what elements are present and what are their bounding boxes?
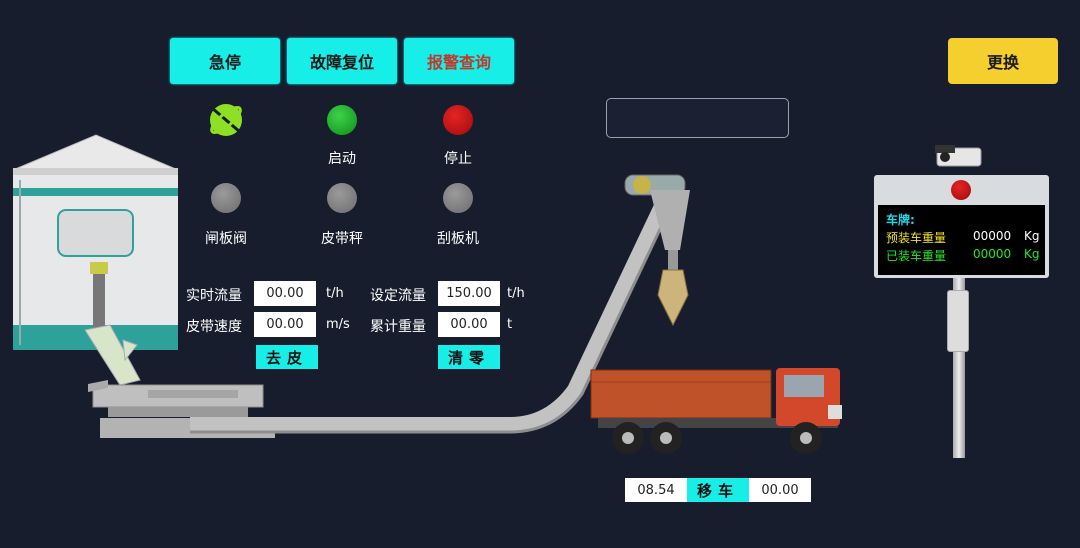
plate-label: 车牌: [886, 213, 915, 227]
belt-speed-unit: m/s [326, 317, 350, 332]
camera-icon [935, 145, 982, 167]
total-weight-field: 00.00 [438, 312, 500, 337]
stop-status-lamp [443, 105, 473, 135]
loaded-value: 00000 [973, 247, 1012, 261]
dump-truck [590, 368, 842, 454]
total-weight-unit: t [507, 317, 513, 332]
truck-readout-right: 00.00 [749, 478, 811, 502]
preload-unit: Kg [1024, 229, 1040, 243]
belt-scale-label: 皮带秤 [321, 231, 363, 247]
alarm-query-button[interactable]: 报警查询 [404, 38, 514, 84]
belt-speed-label: 皮带速度 [186, 319, 242, 335]
replace-button[interactable]: 更换 [948, 38, 1058, 84]
fault-reset-button[interactable]: 故障复位 [287, 38, 397, 84]
tare-button[interactable]: 去皮 [256, 345, 318, 369]
zero-button[interactable]: 清零 [438, 345, 500, 369]
inclined-conveyor [190, 196, 674, 434]
weight-display-sign: 车牌: 预装车重量 00000 Kg 已装车重量 00000 Kg [874, 175, 1049, 278]
silo-chute [85, 324, 141, 386]
scraper-label: 刮板机 [437, 231, 479, 247]
truck-readout-left: 08.54 [625, 478, 687, 502]
emergency-stop-button[interactable]: 急停 [170, 38, 280, 84]
gate-valve-label: 闸板阀 [205, 231, 247, 247]
belt-scale-lamp [327, 183, 357, 213]
scraper-lamp [443, 183, 473, 213]
loaded-label: 已装车重量 [886, 249, 947, 263]
preload-label: 预装车重量 [886, 231, 947, 245]
status-display-box [606, 98, 789, 138]
total-weight-label: 累计重量 [370, 319, 426, 335]
sign-status-lamp [951, 180, 971, 200]
conveyor-head-spout [624, 174, 690, 327]
belt-speed-field: 00.00 [254, 312, 316, 337]
move-truck-button[interactable]: 移车 [687, 478, 749, 502]
realtime-flow-label: 实时流量 [186, 288, 242, 304]
sign-screen: 车牌: 预装车重量 00000 Kg 已装车重量 00000 Kg [878, 205, 1045, 275]
loaded-unit: Kg [1024, 247, 1040, 261]
stop-label: 停止 [444, 151, 472, 167]
realtime-flow-field: 00.00 [254, 281, 316, 306]
set-flow-field[interactable]: 150.00 [438, 281, 500, 306]
set-flow-unit: t/h [507, 286, 525, 301]
start-label: 启动 [328, 151, 356, 167]
gate-valve-lamp [211, 183, 241, 213]
realtime-flow-unit: t/h [326, 286, 344, 301]
preload-value: 00000 [973, 229, 1012, 243]
set-flow-label: 设定流量 [370, 288, 426, 304]
rotating-indicator-icon [210, 104, 242, 136]
start-status-lamp [327, 105, 357, 135]
sign-pole-box [947, 290, 969, 352]
